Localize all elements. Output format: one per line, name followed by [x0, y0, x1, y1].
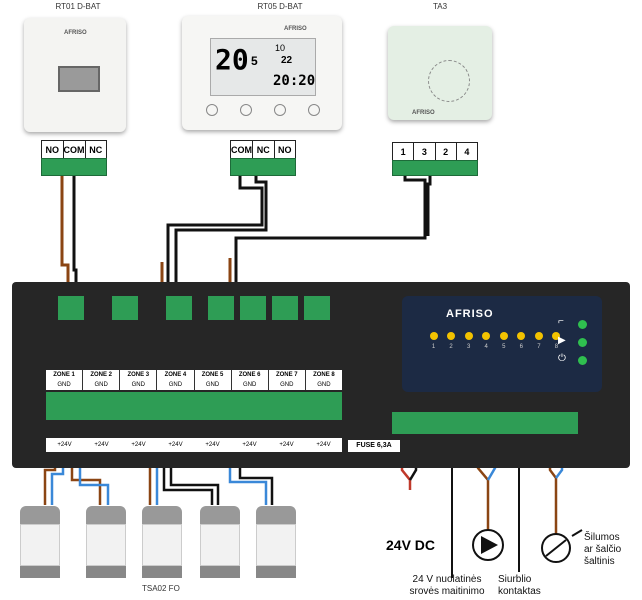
power-icon: ⏻ [558, 353, 566, 364]
actuator-1 [20, 506, 60, 578]
rt05-brand: AFRISO [284, 26, 307, 32]
pump-symbol [472, 529, 504, 561]
ok-button [308, 104, 320, 116]
control-panel: AFRISO 1 2 3 4 5 6 7 8 ⌐ ▶ ⏻ [402, 296, 602, 392]
terminal-block [112, 296, 138, 320]
power-note: 24 V nuolatinės srovės maitinimo [409, 574, 485, 597]
zone-led [464, 332, 473, 340]
terminal-no: NO [42, 141, 64, 159]
terminal-no: NO [278, 145, 292, 155]
zone-led [482, 332, 491, 340]
actuator-5 [256, 506, 296, 578]
ta3-dial [428, 60, 470, 102]
terminal-block [272, 296, 298, 320]
fuse-label: FUSE 6,3A [348, 440, 400, 452]
terminal-nc: NC [253, 141, 275, 159]
zone-led [499, 332, 508, 340]
actuator-4 [200, 506, 240, 578]
wire-black [174, 165, 268, 298]
display-temperature: 20 [215, 43, 249, 76]
heat-source-symbol [541, 529, 583, 563]
rt05-display: 20 5 10 22 20:20 [210, 38, 316, 96]
ta3-thermostat: AFRISO [388, 26, 492, 120]
display-time: 20:20 [273, 73, 316, 89]
rt01-terminal-block [41, 158, 107, 176]
terminal-block [166, 296, 192, 320]
pump-icon: ▶ [558, 335, 566, 346]
plus24-label-row: +24V +24V +24V +24V +24V +24V +24V +24V [46, 438, 342, 452]
switch-icon: ⌐ [558, 316, 564, 327]
rt01-brand: AFRISO [64, 30, 87, 36]
terminal-4: 4 [464, 147, 470, 157]
rt05-name: RT05 D-BAT [257, 2, 303, 11]
zone-led [534, 332, 543, 340]
controller-brand: AFRISO [446, 308, 494, 320]
actuator-3 [142, 506, 182, 578]
controller-top-terminals [58, 296, 346, 320]
rt01-display [58, 66, 100, 92]
back-button [206, 104, 218, 116]
actuator-terminal-row [46, 392, 342, 420]
terminal-2: 2 [436, 143, 457, 161]
rt05-wires [166, 165, 268, 298]
display-small-value: 10 [275, 43, 286, 53]
zone-led-labels: 1 2 3 4 5 6 7 8 [431, 344, 559, 350]
power-label: 24V DC [386, 537, 436, 553]
zone-led [551, 332, 560, 340]
status-led-power [578, 356, 587, 365]
display-humidity: 22 [281, 55, 293, 66]
ta3-terminal-block [392, 160, 478, 176]
terminal-block [58, 296, 84, 320]
actuator-2 [86, 506, 126, 578]
terminal-3: 3 [414, 143, 436, 161]
rt05-terminal-block [230, 158, 296, 176]
zone-led-row [430, 332, 560, 340]
pump-note: Siurblio kontaktas [498, 574, 541, 597]
terminal-1: 1 [393, 143, 415, 161]
display-decimal: 5 [251, 54, 258, 68]
actuator-label: TSA02 FO [142, 584, 180, 593]
rt01-wires [60, 166, 78, 292]
wire-black [426, 168, 432, 236]
rt05-terminal-header: COM NC NO [230, 140, 296, 160]
zone-led [517, 332, 526, 340]
ta3-name: TA3 [432, 2, 448, 11]
plus-button [274, 104, 286, 116]
ta3-terminal-header: 1 3 2 4 [392, 142, 478, 162]
zone-led [430, 332, 438, 340]
rt01-name: RT01 D-BAT [55, 2, 101, 11]
status-led-pump [578, 338, 587, 347]
power-pump-terminals [392, 412, 578, 434]
wire-black [72, 166, 78, 292]
wire-black [234, 168, 427, 300]
rt05-thermostat: 20 5 10 22 20:20 AFRISO [182, 16, 342, 130]
zone-led [447, 332, 456, 340]
minus-button [240, 104, 252, 116]
rt01-terminal-header: NO COM NC [41, 140, 107, 160]
wire-brown [60, 166, 70, 292]
terminal-nc: NC [89, 145, 103, 155]
rt01-thermostat: AFRISO [24, 18, 126, 132]
status-led-switch [578, 320, 587, 329]
terminal-block [304, 296, 330, 320]
ta3-wires [160, 168, 432, 300]
terminal-block [208, 296, 234, 320]
terminal-com: COM [64, 141, 86, 159]
ta3-brand: AFRISO [412, 110, 435, 116]
terminal-com: COM [231, 141, 253, 159]
terminal-block [240, 296, 266, 320]
wire-black [166, 165, 264, 298]
heat-source-note: Šilumos ar šalčio šaltinis [584, 532, 622, 567]
